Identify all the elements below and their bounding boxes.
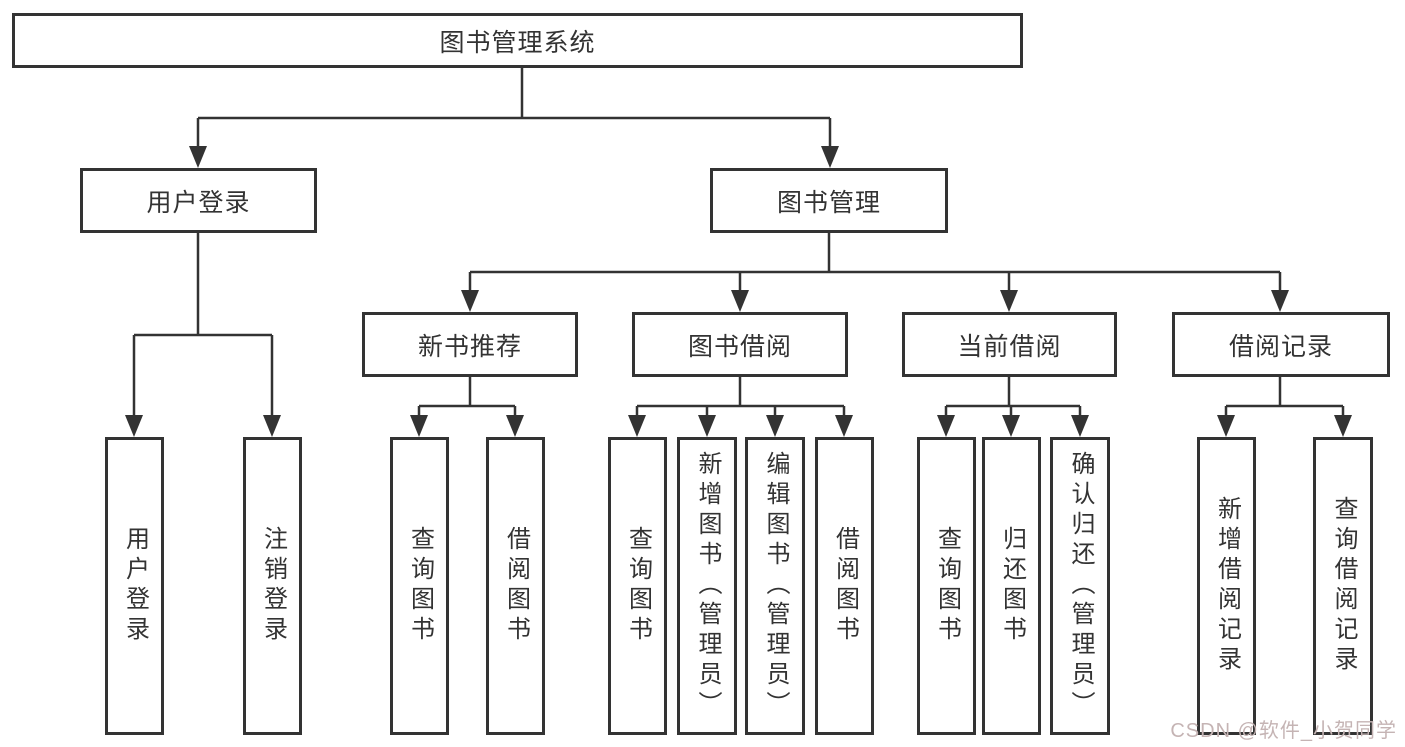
leaf-borrow-borrow-books: 借阅图书: [815, 437, 874, 735]
node-current-borrow: 当前借阅: [902, 312, 1117, 377]
arrowhead-icons: [125, 146, 1352, 437]
leaf-records-add-record: 新增借阅记录: [1197, 437, 1256, 735]
leaf-records-query-record: 查询借阅记录: [1313, 437, 1373, 735]
leaf-borrow-query-books: 查询图书: [608, 437, 667, 735]
leaf-user-login: 用户登录: [105, 437, 164, 735]
node-root: 图书管理系统: [12, 13, 1023, 68]
node-book-management-label: 图书管理: [776, 188, 881, 217]
node-user-login: 用户登录: [80, 168, 317, 233]
leaf-current-return-books: 归还图书: [982, 437, 1041, 735]
node-borrow-records-label: 借阅记录: [1228, 332, 1333, 361]
leaf-current-query-books: 查询图书: [917, 437, 976, 735]
leaf-recommend-borrow-books: 借阅图书: [486, 437, 545, 735]
node-user-login-label: 用户登录: [146, 188, 251, 217]
leaf-current-confirm-return-admin: 确认归还（管理员）: [1050, 437, 1110, 735]
leaf-recommend-query-books: 查询图书: [390, 437, 449, 735]
node-book-management: 图书管理: [710, 168, 948, 233]
leaf-borrow-edit-books-admin: 编辑图书（管理员）: [745, 437, 805, 735]
node-borrow-records: 借阅记录: [1172, 312, 1390, 377]
node-new-book-recommend: 新书推荐: [362, 312, 578, 377]
node-book-borrow-label: 图书借阅: [687, 332, 792, 361]
leaf-borrow-add-books-admin: 新增图书（管理员）: [677, 437, 737, 735]
csdn-watermark: CSDN @软件_小贺同学: [1170, 720, 1397, 742]
node-root-label: 图书管理系统: [439, 28, 596, 57]
node-book-borrow: 图书借阅: [632, 312, 848, 377]
leaf-logout: 注销登录: [243, 437, 302, 735]
node-new-book-recommend-label: 新书推荐: [417, 332, 522, 361]
node-current-borrow-label: 当前借阅: [957, 332, 1062, 361]
